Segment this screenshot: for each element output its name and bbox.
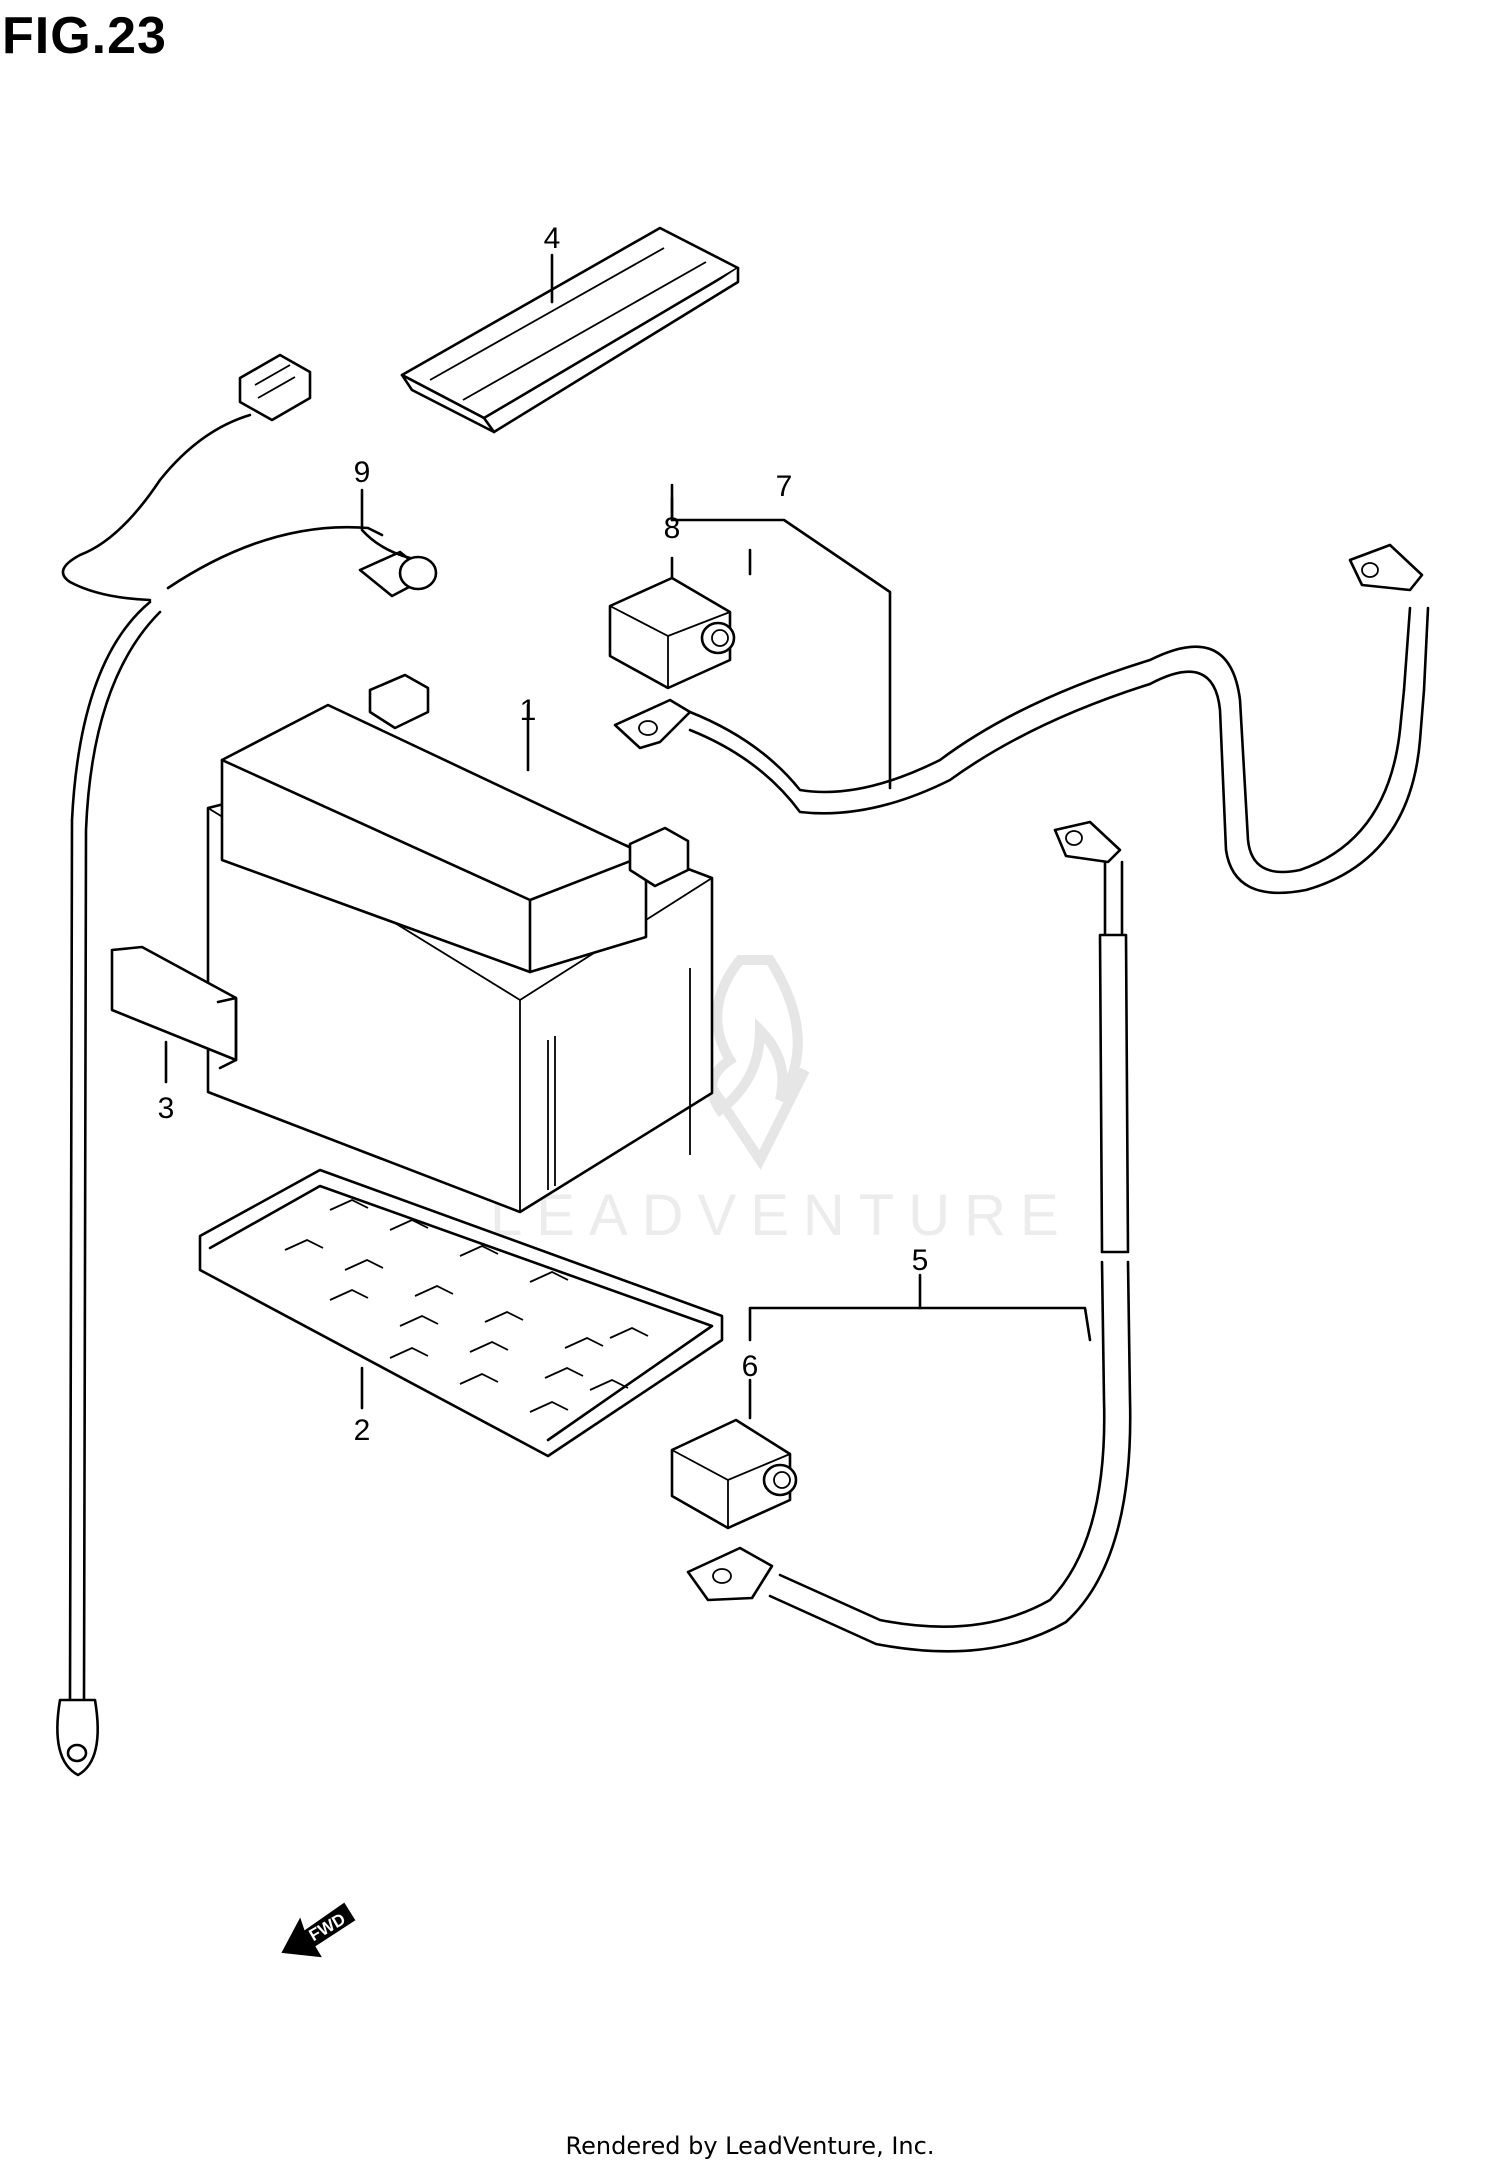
watermark-logo: [695, 955, 810, 1170]
wire-harness-part: [56, 353, 438, 1777]
battery-strap-part: [400, 226, 740, 434]
watermark-text: LEADVENTURE: [490, 1183, 1073, 1248]
battery-tray-part: [198, 1168, 724, 1458]
callout-7: 7: [776, 470, 793, 503]
leader-lines: [164, 253, 1092, 1420]
callout-1: 1: [520, 694, 537, 727]
callout-4: 4: [544, 222, 561, 255]
negative-cable-part: [686, 820, 1132, 1653]
callout-5: 5: [912, 1244, 929, 1277]
callout-6: 6: [742, 1350, 759, 1383]
callout-labels: 4 9 7 8 1 3 5 6 2: [158, 222, 929, 1447]
positive-cable-part: [613, 543, 1430, 895]
callout-3: 3: [158, 1092, 175, 1125]
battery-part: [206, 673, 714, 1214]
terminal-cover-lower-part: [670, 1418, 798, 1530]
footer-credit: Rendered by LeadVenture, Inc.: [565, 2132, 935, 2160]
callout-9: 9: [354, 456, 371, 489]
figure-title: FIG.23: [2, 7, 167, 65]
terminal-cover-upper-part: [608, 576, 736, 690]
callout-8: 8: [664, 512, 681, 545]
callout-2: 2: [354, 1414, 371, 1447]
fwd-arrow-icon: FWD: [281, 1902, 356, 1958]
battery-label-part: [110, 945, 238, 1070]
